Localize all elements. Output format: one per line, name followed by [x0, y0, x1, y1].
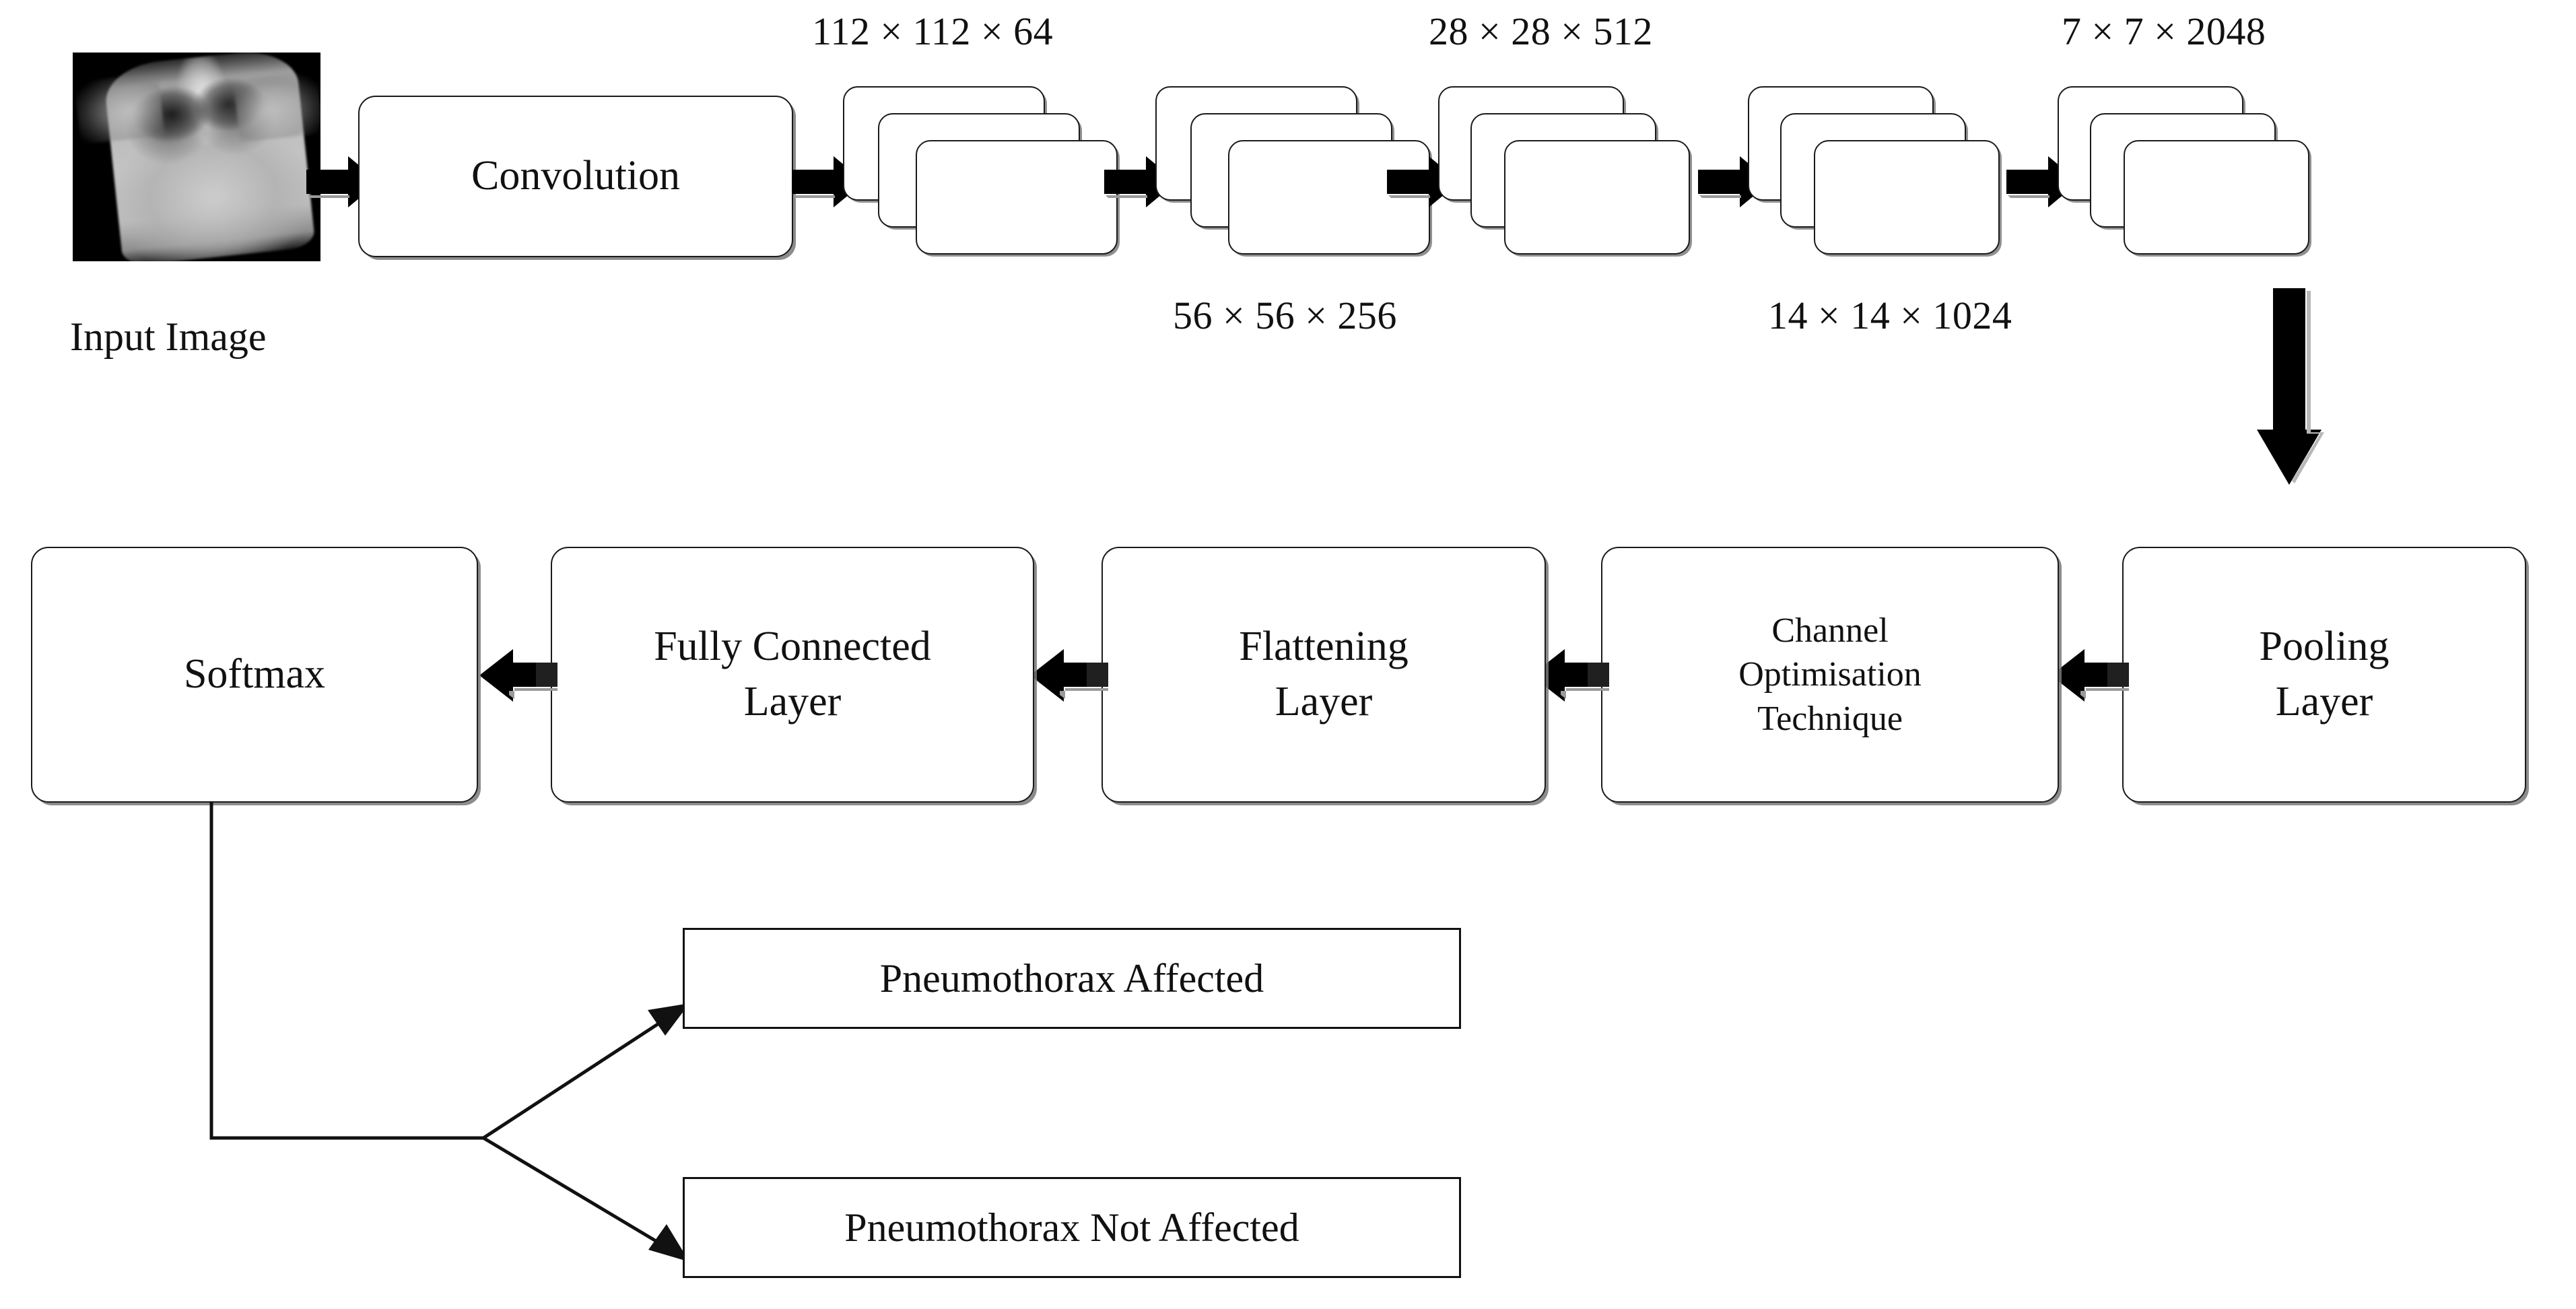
feature-stack-stage-2 — [1155, 86, 1438, 255]
output-label-affected: Pneumothorax Affected — [879, 956, 1264, 1001]
arrow-pooling-to-channel-optimisation — [2043, 646, 2130, 704]
convolution-label: Convolution — [471, 153, 681, 199]
arrow-stage-5-to-pooling — [2257, 288, 2338, 490]
fully-connected-layer-label: Fully Connected Layer — [654, 624, 931, 725]
fully-connected-layer-box[interactable]: Fully Connected Layer — [551, 547, 1034, 803]
xray-shoulder-left — [74, 73, 165, 145]
pooling-layer-box[interactable]: Pooling Layer — [2122, 547, 2526, 803]
channel-optimisation-label: Channel Optimisation Technique — [1738, 611, 1922, 738]
output-label-not-affected: Pneumothorax Not Affected — [844, 1205, 1299, 1250]
feature-card-front — [1814, 140, 2000, 255]
feature-stack-stage-5 — [2058, 86, 2327, 255]
output-box-pneumothorax-not-affected[interactable]: Pneumothorax Not Affected — [683, 1177, 1461, 1278]
pooling-layer-label: Pooling Layer — [2259, 624, 2389, 725]
dim-label-stage-1: 112 × 112 × 64 — [812, 9, 1054, 53]
channel-optimisation-box[interactable]: Channel Optimisation Technique — [1601, 547, 2059, 803]
softmax-label: Softmax — [183, 651, 326, 698]
softmax-box[interactable]: Softmax — [31, 547, 478, 803]
feature-stack-stage-3 — [1438, 86, 1707, 255]
input-image-caption: Input Image — [70, 314, 267, 359]
dim-label-stage-4: 14 × 14 × 1024 — [1768, 294, 2012, 337]
feature-card-front — [1504, 140, 1690, 255]
arrow-fully-connected-to-softmax — [471, 646, 559, 704]
feature-stack-stage-4 — [1748, 86, 2017, 255]
arrow-flattening-to-fully-connected — [1022, 646, 1110, 704]
xray-shoulder-right — [233, 71, 320, 143]
flattening-layer-label: Flattening Layer — [1239, 624, 1409, 725]
output-box-pneumothorax-affected[interactable]: Pneumothorax Affected — [683, 928, 1461, 1029]
dim-label-stage-5: 7 × 7 × 2048 — [2062, 9, 2266, 53]
feature-stack-stage-1 — [843, 86, 1126, 255]
dim-label-stage-3: 28 × 28 × 512 — [1429, 9, 1653, 53]
dim-label-stage-2: 56 × 56 × 256 — [1173, 294, 1397, 337]
convolution-box[interactable]: Convolution — [358, 96, 793, 257]
arrow-channel-optimisation-to-flattening — [1523, 646, 1611, 704]
feature-card-front — [916, 140, 1118, 255]
input-xray-image — [73, 53, 320, 261]
feature-card-front — [2124, 140, 2309, 255]
flattening-layer-box[interactable]: Flattening Layer — [1101, 547, 1546, 803]
